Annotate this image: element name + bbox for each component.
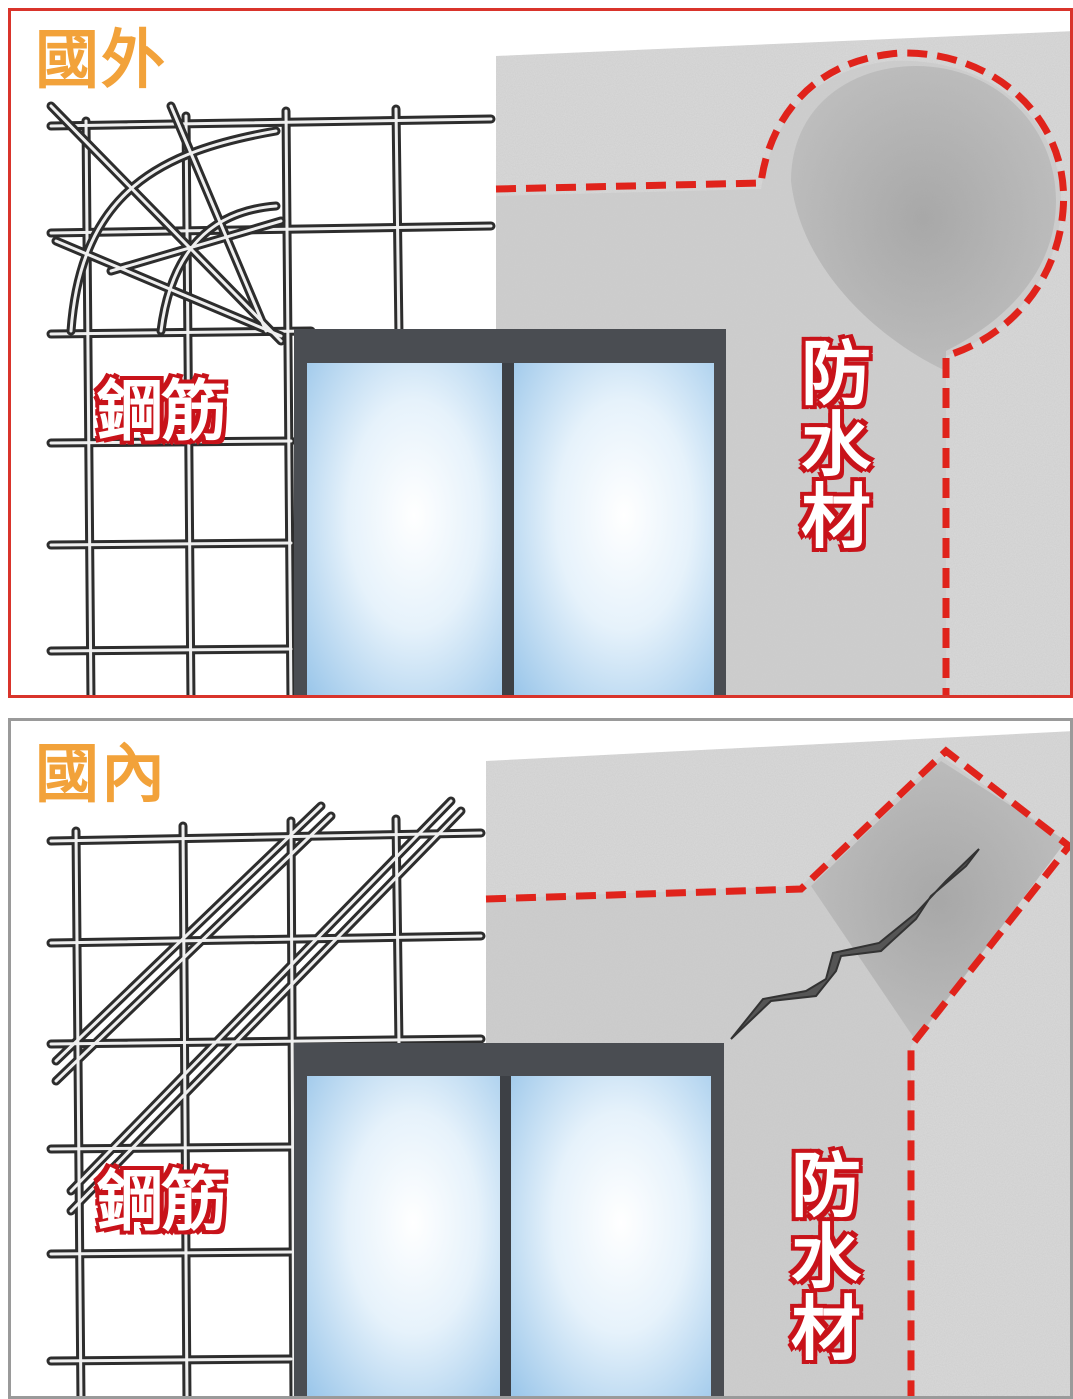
crack — [730, 848, 980, 1040]
rebar-label: 鋼筋 — [97, 373, 227, 450]
waterproof-label: 防水材 — [801, 333, 871, 558]
concrete-wall — [496, 31, 1070, 695]
panel-title: 國內 — [35, 738, 167, 812]
rebar-grid — [46, 101, 496, 695]
window — [294, 329, 726, 695]
rebar-label: 鋼筋 — [97, 1163, 227, 1240]
foreign-scene — [46, 31, 1070, 695]
domestic-scene — [46, 731, 1070, 1396]
panel-domestic: 國內 鋼筋 防水材 — [8, 718, 1073, 1399]
concrete-wall — [486, 731, 1070, 1396]
waterproof-label: 防水材 — [791, 1145, 861, 1370]
rebar-grid — [46, 796, 486, 1396]
panel-title: 國外 — [35, 24, 167, 98]
window — [294, 1043, 724, 1396]
panel-foreign: 國外 鋼筋 防水材 — [8, 8, 1073, 698]
